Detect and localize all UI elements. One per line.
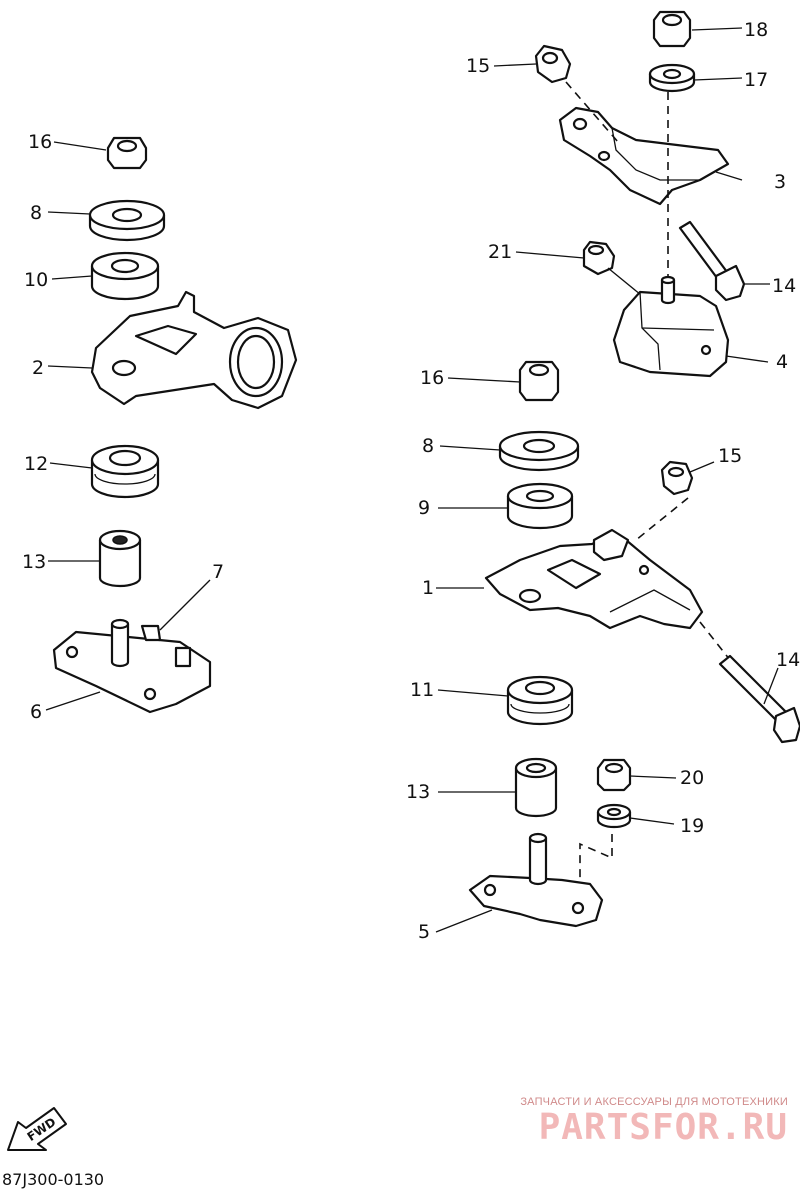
part-rubber-12 <box>90 444 160 499</box>
part-mount-4 <box>612 275 730 378</box>
part-bushing-10-left <box>90 251 160 301</box>
callout-16-left: 16 <box>28 131 52 153</box>
callouts-right: 15 18 17 3 21 14 4 16 8 9 15 1 14 11 20 … <box>406 19 800 943</box>
callout-9: 9 <box>418 497 430 519</box>
part-washer-17 <box>648 63 696 93</box>
callout-20: 20 <box>680 767 704 789</box>
callout-19: 19 <box>680 815 704 837</box>
callout-14-top: 14 <box>772 275 796 297</box>
watermark: ЗАПЧАСТИ И АКСЕССУАРЫ ДЛЯ МОТОТЕХНИКИ PA… <box>488 1096 788 1148</box>
callout-2: 2 <box>32 357 44 379</box>
part-bracket-3 <box>558 106 730 206</box>
callout-18: 18 <box>744 19 768 41</box>
part-nut-15-top <box>534 44 572 84</box>
callout-4: 4 <box>776 351 788 373</box>
part-collar-13-left <box>98 529 142 588</box>
part-bushing-9 <box>506 482 574 530</box>
callout-11: 11 <box>410 679 434 701</box>
axis-line-15-mid <box>635 497 689 541</box>
callout-7: 7 <box>212 561 224 583</box>
axis-line-14 <box>699 621 731 661</box>
part-nut-18 <box>652 10 692 48</box>
part-washer-19 <box>596 803 632 829</box>
part-bolt-14-bottom <box>718 654 800 744</box>
part-washer-8-left <box>88 199 166 242</box>
callout-12: 12 <box>24 453 48 475</box>
part-nut-16-right <box>518 360 560 402</box>
callout-17: 17 <box>744 69 768 91</box>
callout-8-left: 8 <box>30 202 42 224</box>
callouts-left: 16 8 10 2 12 13 7 6 <box>22 131 224 723</box>
part-nut-21 <box>582 240 616 276</box>
callout-6: 6 <box>30 701 42 723</box>
callout-15-mid: 15 <box>718 445 742 467</box>
callout-14-bottom: 14 <box>776 649 800 671</box>
part-washer-8-right <box>498 430 580 472</box>
axis-line-19 <box>579 834 613 896</box>
part-rubber-11 <box>506 675 574 726</box>
part-nut-15-mid <box>660 460 694 496</box>
callout-15-top: 15 <box>466 55 490 77</box>
callout-10: 10 <box>24 269 48 291</box>
part-plate-5 <box>468 832 604 928</box>
part-bolt-14-top <box>678 220 746 302</box>
part-collar-13-right <box>514 757 558 818</box>
callout-21: 21 <box>488 241 512 263</box>
callout-5: 5 <box>418 921 430 943</box>
callout-1: 1 <box>422 577 434 599</box>
part-plate-6 <box>52 618 212 714</box>
part-bracket-2 <box>90 290 298 410</box>
callout-13-right: 13 <box>406 781 430 803</box>
callout-3: 3 <box>774 171 786 193</box>
callout-8-right: 8 <box>422 435 434 457</box>
fwd-arrow-icon: FWD <box>7 1107 67 1151</box>
callout-13-left: 13 <box>22 551 46 573</box>
watermark-brand: PARTSFOR.RU <box>538 1107 788 1148</box>
part-nut-16-left <box>106 136 148 170</box>
watermark-tagline: ЗАПЧАСТИ И АКСЕССУАРЫ ДЛЯ МОТОТЕХНИКИ <box>520 1096 788 1108</box>
callout-16-right: 16 <box>420 367 444 389</box>
catalog-code: 87J300-0130 <box>2 1170 105 1189</box>
part-nut-20 <box>596 758 632 792</box>
part-bracket-1 <box>484 528 704 630</box>
